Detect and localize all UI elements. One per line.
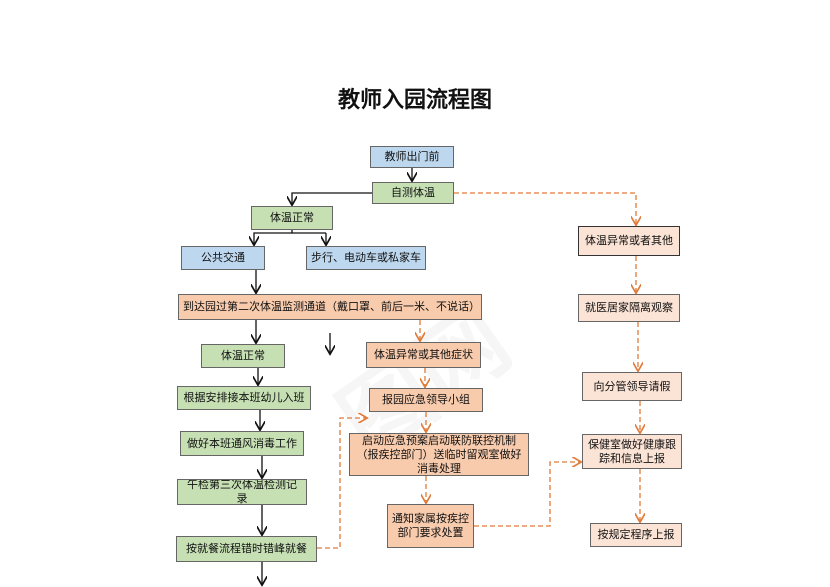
node-emergency-plan: 启动应急预案启动联防联控机制（报疾控部门）送临时留观室做好消毒处理 [349, 433, 529, 476]
node-second-check: 到达园过第二次体温监测通道（戴口罩、前后一米、不说话） [178, 294, 482, 320]
node-receive-kids: 根据安排接本班幼儿入班 [177, 386, 311, 410]
node-health-tracking: 保健室做好健康跟踪和信息上报 [582, 434, 682, 469]
page-title: 教师入园流程图 [337, 88, 492, 113]
node-abnormal-right: 体温异常或者其他 [578, 226, 680, 256]
node-notify-family: 通知家属按疾控部门要求处置 [387, 504, 474, 548]
node-home-isolation: 就医居家隔离观察 [578, 294, 680, 322]
node-leave-request: 向分管领导请假 [582, 372, 682, 401]
node-ventilate: 做好本班通风消毒工作 [180, 431, 304, 456]
node-noon-check: 午检第三次体温检测记录 [177, 479, 307, 505]
node-self-check: 自测体温 [372, 182, 454, 204]
node-temp-normal-2: 体温正常 [201, 344, 285, 368]
node-report-procedure: 按规定程序上报 [590, 523, 682, 547]
node-abnormal-mid: 体温异常或其他症状 [366, 342, 481, 368]
node-temp-normal-1: 体温正常 [251, 206, 333, 230]
node-leave-home: 教师出门前 [370, 146, 454, 168]
node-walk-car: 步行、电动车或私家车 [306, 246, 426, 270]
node-public-transit: 公共交通 [181, 246, 265, 270]
node-staggered-meal: 按就餐流程错时错峰就餐 [176, 536, 317, 562]
node-report-team: 报园应急领导小组 [369, 388, 483, 412]
